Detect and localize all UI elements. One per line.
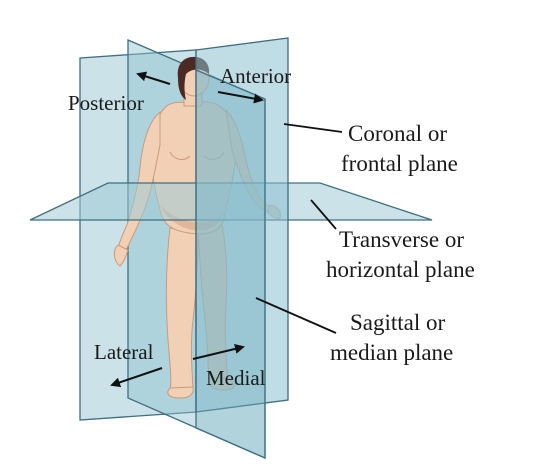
medial-arrow — [192, 344, 245, 360]
posterior-label: Posterior — [68, 91, 144, 115]
lateral-arrow — [110, 367, 163, 388]
coronal-label-line2: frontal plane — [341, 151, 458, 176]
medial-label: Medial — [206, 366, 266, 390]
sagittal-label-line2: median plane — [330, 340, 453, 365]
anterior-label: Anterior — [220, 64, 291, 88]
lateral-label: Lateral — [94, 340, 154, 364]
transverse-label-line2: horizontal plane — [326, 257, 475, 282]
sagittal-label-line1: Sagittal or — [350, 310, 446, 335]
sagittal-leader-line — [255, 297, 337, 334]
coronal-leader-line — [283, 123, 343, 133]
transverse-label-line1: Transverse or — [339, 227, 464, 252]
anterior-arrow — [217, 91, 264, 104]
posterior-arrow — [136, 71, 171, 85]
transverse-leader-line — [310, 199, 337, 230]
sagittal-plane-front — [195, 69, 266, 459]
coronal-label-line1: Coronal or — [348, 121, 447, 146]
